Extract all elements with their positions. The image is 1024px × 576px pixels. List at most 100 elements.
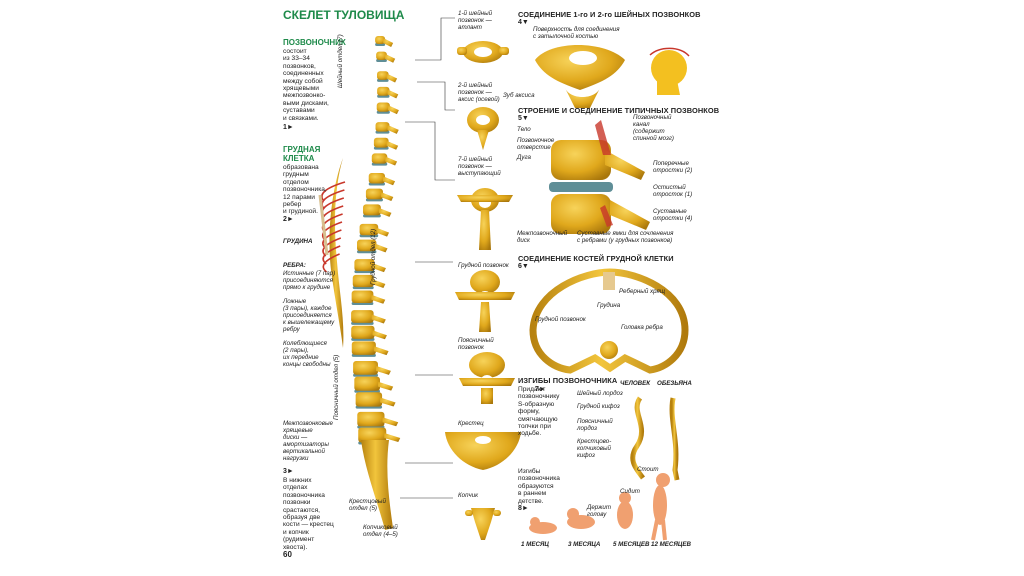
atlas-vertebra-illustration: [457, 41, 509, 63]
lumbar-vertebra-label: Поясничныйпозвонок: [458, 337, 494, 351]
lumbar-lordosis-label: Поясничныйлордоз: [577, 418, 613, 432]
lumbar-vertebra-illustration: [459, 352, 515, 404]
human-label: ЧЕЛОВЕК: [620, 380, 650, 387]
chest-ref-number: 2►: [283, 216, 294, 223]
spinous-process: [372, 315, 386, 324]
leader-lines: [400, 18, 455, 498]
spinous-process: [376, 366, 391, 375]
vertebra: [356, 392, 382, 406]
thoracic-section-label: Грудной отдел (12): [370, 229, 377, 285]
true-ribs-label: Истинные (7 пар)присоединяютсяпрямо к гр…: [283, 270, 335, 291]
rib-head-label: Головка ребра: [621, 324, 663, 331]
cervical-lordosis-label: Шейный лордоз: [577, 390, 623, 397]
spine-ref-number: 1►: [283, 124, 294, 131]
vertebra: [352, 341, 376, 354]
sits-label: Сидит: [620, 488, 640, 495]
spinous-process: [371, 295, 385, 304]
age-3-months: 3 МЕСЯЦА: [568, 541, 600, 548]
section6-number: 6▼: [518, 263, 529, 270]
vertebra: [357, 412, 384, 427]
axis-vertebra-illustration: [467, 107, 499, 150]
spinous-process: [376, 228, 389, 237]
vertebra: [372, 153, 387, 163]
cervical-section-label: Шейный отдел (7): [337, 34, 344, 88]
age-12-months: 12 МЕСЯЦЕВ: [651, 541, 691, 548]
thoracic-vertebra-illustration: [455, 270, 515, 332]
vertebra: [351, 310, 374, 323]
spinous-process: [380, 397, 395, 406]
sacrum-illustration: [445, 432, 521, 470]
thoracic-vertebra-label: Грудной позвонок: [458, 262, 509, 269]
vertebra: [351, 326, 374, 339]
section4-title: СОЕДИНЕНИЕ 1-го И 2-го ШЕЙНЫХ ПОЗВОНКОВ: [518, 10, 701, 19]
vertebra: [366, 189, 383, 200]
ribs-label: РЕБРА:: [283, 262, 306, 269]
vertebra: [352, 290, 374, 303]
c1-c2-joint-illustration: [535, 45, 625, 108]
vertebra: [363, 204, 381, 215]
coccyx-label: Копчик: [458, 492, 478, 499]
coccyx-illustration: [465, 508, 501, 540]
sacrum-label: Крестец: [458, 420, 484, 427]
spinous-process: [374, 346, 389, 355]
ring-sternum-label: Грудина: [597, 302, 620, 309]
vertebra: [354, 377, 380, 391]
section8-number: 8►: [518, 505, 529, 512]
sternum-label: ГРУДИНА: [283, 238, 313, 245]
thoracic-kyphosis-label: Грудной кифоз: [577, 403, 620, 410]
vertebral-body-label: Тело: [517, 126, 531, 133]
section7-title: ИЗГИБЫ ПОЗВОНОЧНИКА: [518, 376, 617, 385]
spinous-process: [378, 382, 393, 391]
page-title: СКЕЛЕТ ТУЛОВИЩА: [283, 8, 404, 22]
vertebra: [374, 138, 389, 148]
spinous-process: [382, 417, 398, 426]
head-rotation-illustration: [650, 48, 689, 95]
false-ribs-label: Ложные(3 пары), каждоеприсоединяетсяк вы…: [283, 298, 334, 333]
lumbar-section-label: Поясничный отдел (5): [333, 355, 340, 420]
section5-number: 5▼: [518, 115, 529, 122]
section4-number: 4▼: [518, 19, 529, 26]
spinal-canal-label: Позвоночныйканал(содержитспинной мозг): [633, 114, 674, 142]
spinous-process: [383, 38, 393, 47]
sacrum-coccyx-segment: [361, 440, 393, 530]
ring-thoracic-vertebra-label: Грудной позвонок: [535, 316, 586, 323]
vertebra: [369, 173, 385, 183]
c7-vertebra-illustration: [457, 188, 513, 250]
coccyx-section-label: Копчиковыйотдел (4–5): [363, 524, 398, 538]
age-1-month: 1 МЕСЯЦ: [521, 541, 549, 548]
age-5-months: 5 МЕСЯЦЕВ: [613, 541, 650, 548]
vertebra: [376, 122, 390, 132]
costal-cartilage-label: Реберный хрящ: [619, 288, 665, 295]
page-number: 60: [283, 550, 292, 559]
spinous-process: [373, 330, 387, 339]
vertebral-arch-label: Дуга: [517, 154, 531, 161]
atlas-label: 1-й шейныйпозвонок —атлант: [458, 10, 492, 31]
section6-title: СОЕДИНЕНИЕ КОСТЕЙ ГРУДНОЙ КЛЕТКИ: [518, 254, 674, 263]
ape-label: ОБЕЗЬЯНА: [657, 380, 692, 387]
stands-label: Стоит: [637, 466, 659, 473]
vertebra: [353, 361, 378, 375]
rib-facets-label: Суставные ямки для сочлененияс ребрами (…: [577, 230, 673, 244]
section5-title: СТРОЕНИЕ И СОЕДИНЕНИЕ ТИПИЧНЫХ ПОЗВОНКОВ: [518, 106, 719, 115]
dens-label: Зуб аксиса: [503, 92, 535, 99]
transverse-process-label: Поперечныеотростки (2): [653, 160, 692, 174]
sacrum-ref-number: 3►: [283, 468, 294, 475]
